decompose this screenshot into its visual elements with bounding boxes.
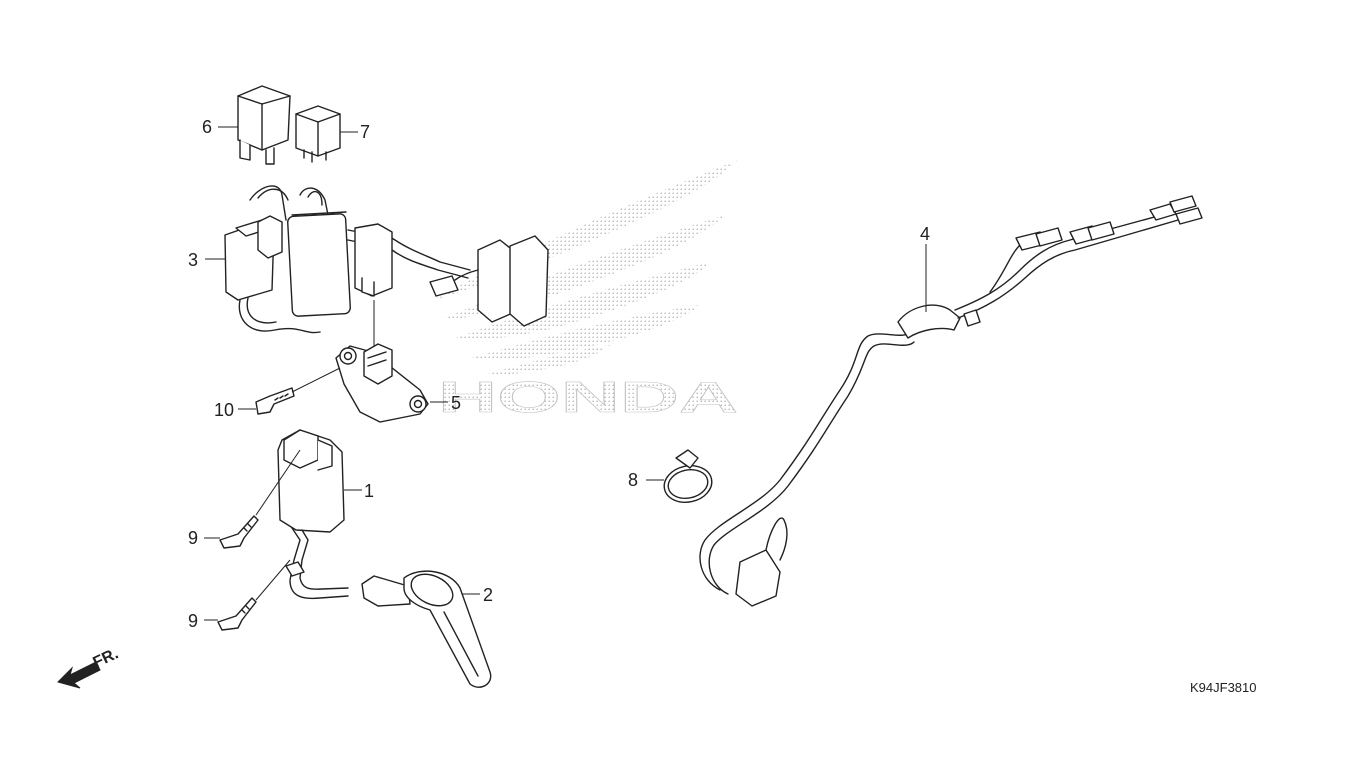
front-label: FR. (91, 645, 122, 671)
callout-7: 7 (360, 122, 370, 142)
sensor-part-5 (335, 343, 429, 423)
spark-plug-cap-part-2 (361, 570, 492, 688)
callout-4: 4 (920, 224, 930, 244)
callout-9-upper: 9 (188, 528, 198, 548)
sub-harness-part-3 (224, 185, 549, 348)
callout-10: 10 (214, 400, 234, 420)
callout-8: 8 (628, 470, 638, 490)
hose-clamp-part-8 (663, 449, 713, 504)
bolt-part-9-upper (219, 515, 259, 549)
callout-6: 6 (202, 117, 212, 137)
callout-3: 3 (188, 250, 198, 270)
bolt-part-10 (255, 367, 341, 415)
callout-5: 5 (451, 393, 461, 413)
relay-part-7 (295, 105, 341, 163)
bolt-part-9-lower (217, 597, 257, 631)
front-direction-indicator: FR. (57, 645, 122, 689)
honda-watermark-text: HONDA (438, 373, 738, 422)
wire-harness-part-4 (699, 195, 1203, 607)
front-arrow-icon (57, 661, 101, 689)
callout-1: 1 (364, 481, 374, 501)
drawing-code: K94JF3810 (1190, 680, 1257, 695)
callout-9-lower: 9 (188, 611, 198, 631)
ignition-coil-part-1 (255, 429, 349, 601)
relay-part-6 (237, 85, 291, 165)
callout-2: 2 (483, 585, 493, 605)
